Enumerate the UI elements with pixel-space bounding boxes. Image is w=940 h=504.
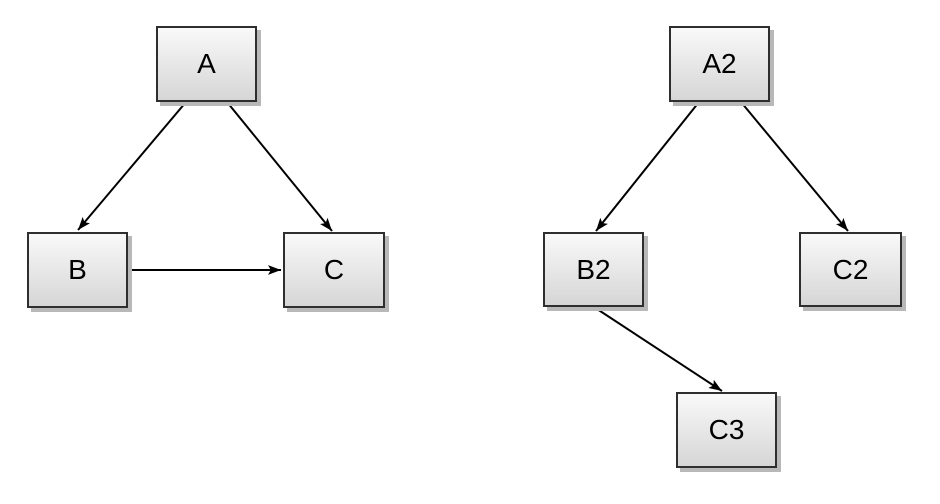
node-C3[interactable]: C3 (676, 392, 777, 468)
edge-A2-B2 (595, 101, 700, 232)
node-A2[interactable]: A2 (669, 26, 770, 102)
node-label-A2: A2 (702, 48, 737, 79)
node-B2[interactable]: B2 (543, 232, 644, 307)
node-C2[interactable]: C2 (799, 232, 902, 307)
node-B[interactable]: B (27, 232, 128, 308)
node-label-B2: B2 (576, 253, 611, 285)
node-label-C: C (323, 254, 345, 285)
node-label-C2: C2 (832, 253, 869, 285)
node-label-C3: C3 (708, 414, 745, 445)
edge-A2-C2 (740, 101, 849, 232)
node-C[interactable]: C (283, 232, 385, 308)
node-A[interactable]: A (156, 26, 257, 102)
edge-B2-C3 (593, 306, 723, 392)
node-label-A: A (197, 48, 216, 79)
edge-A-C (226, 101, 333, 232)
node-label-B: B (68, 254, 87, 285)
edge-A-B (77, 101, 187, 231)
